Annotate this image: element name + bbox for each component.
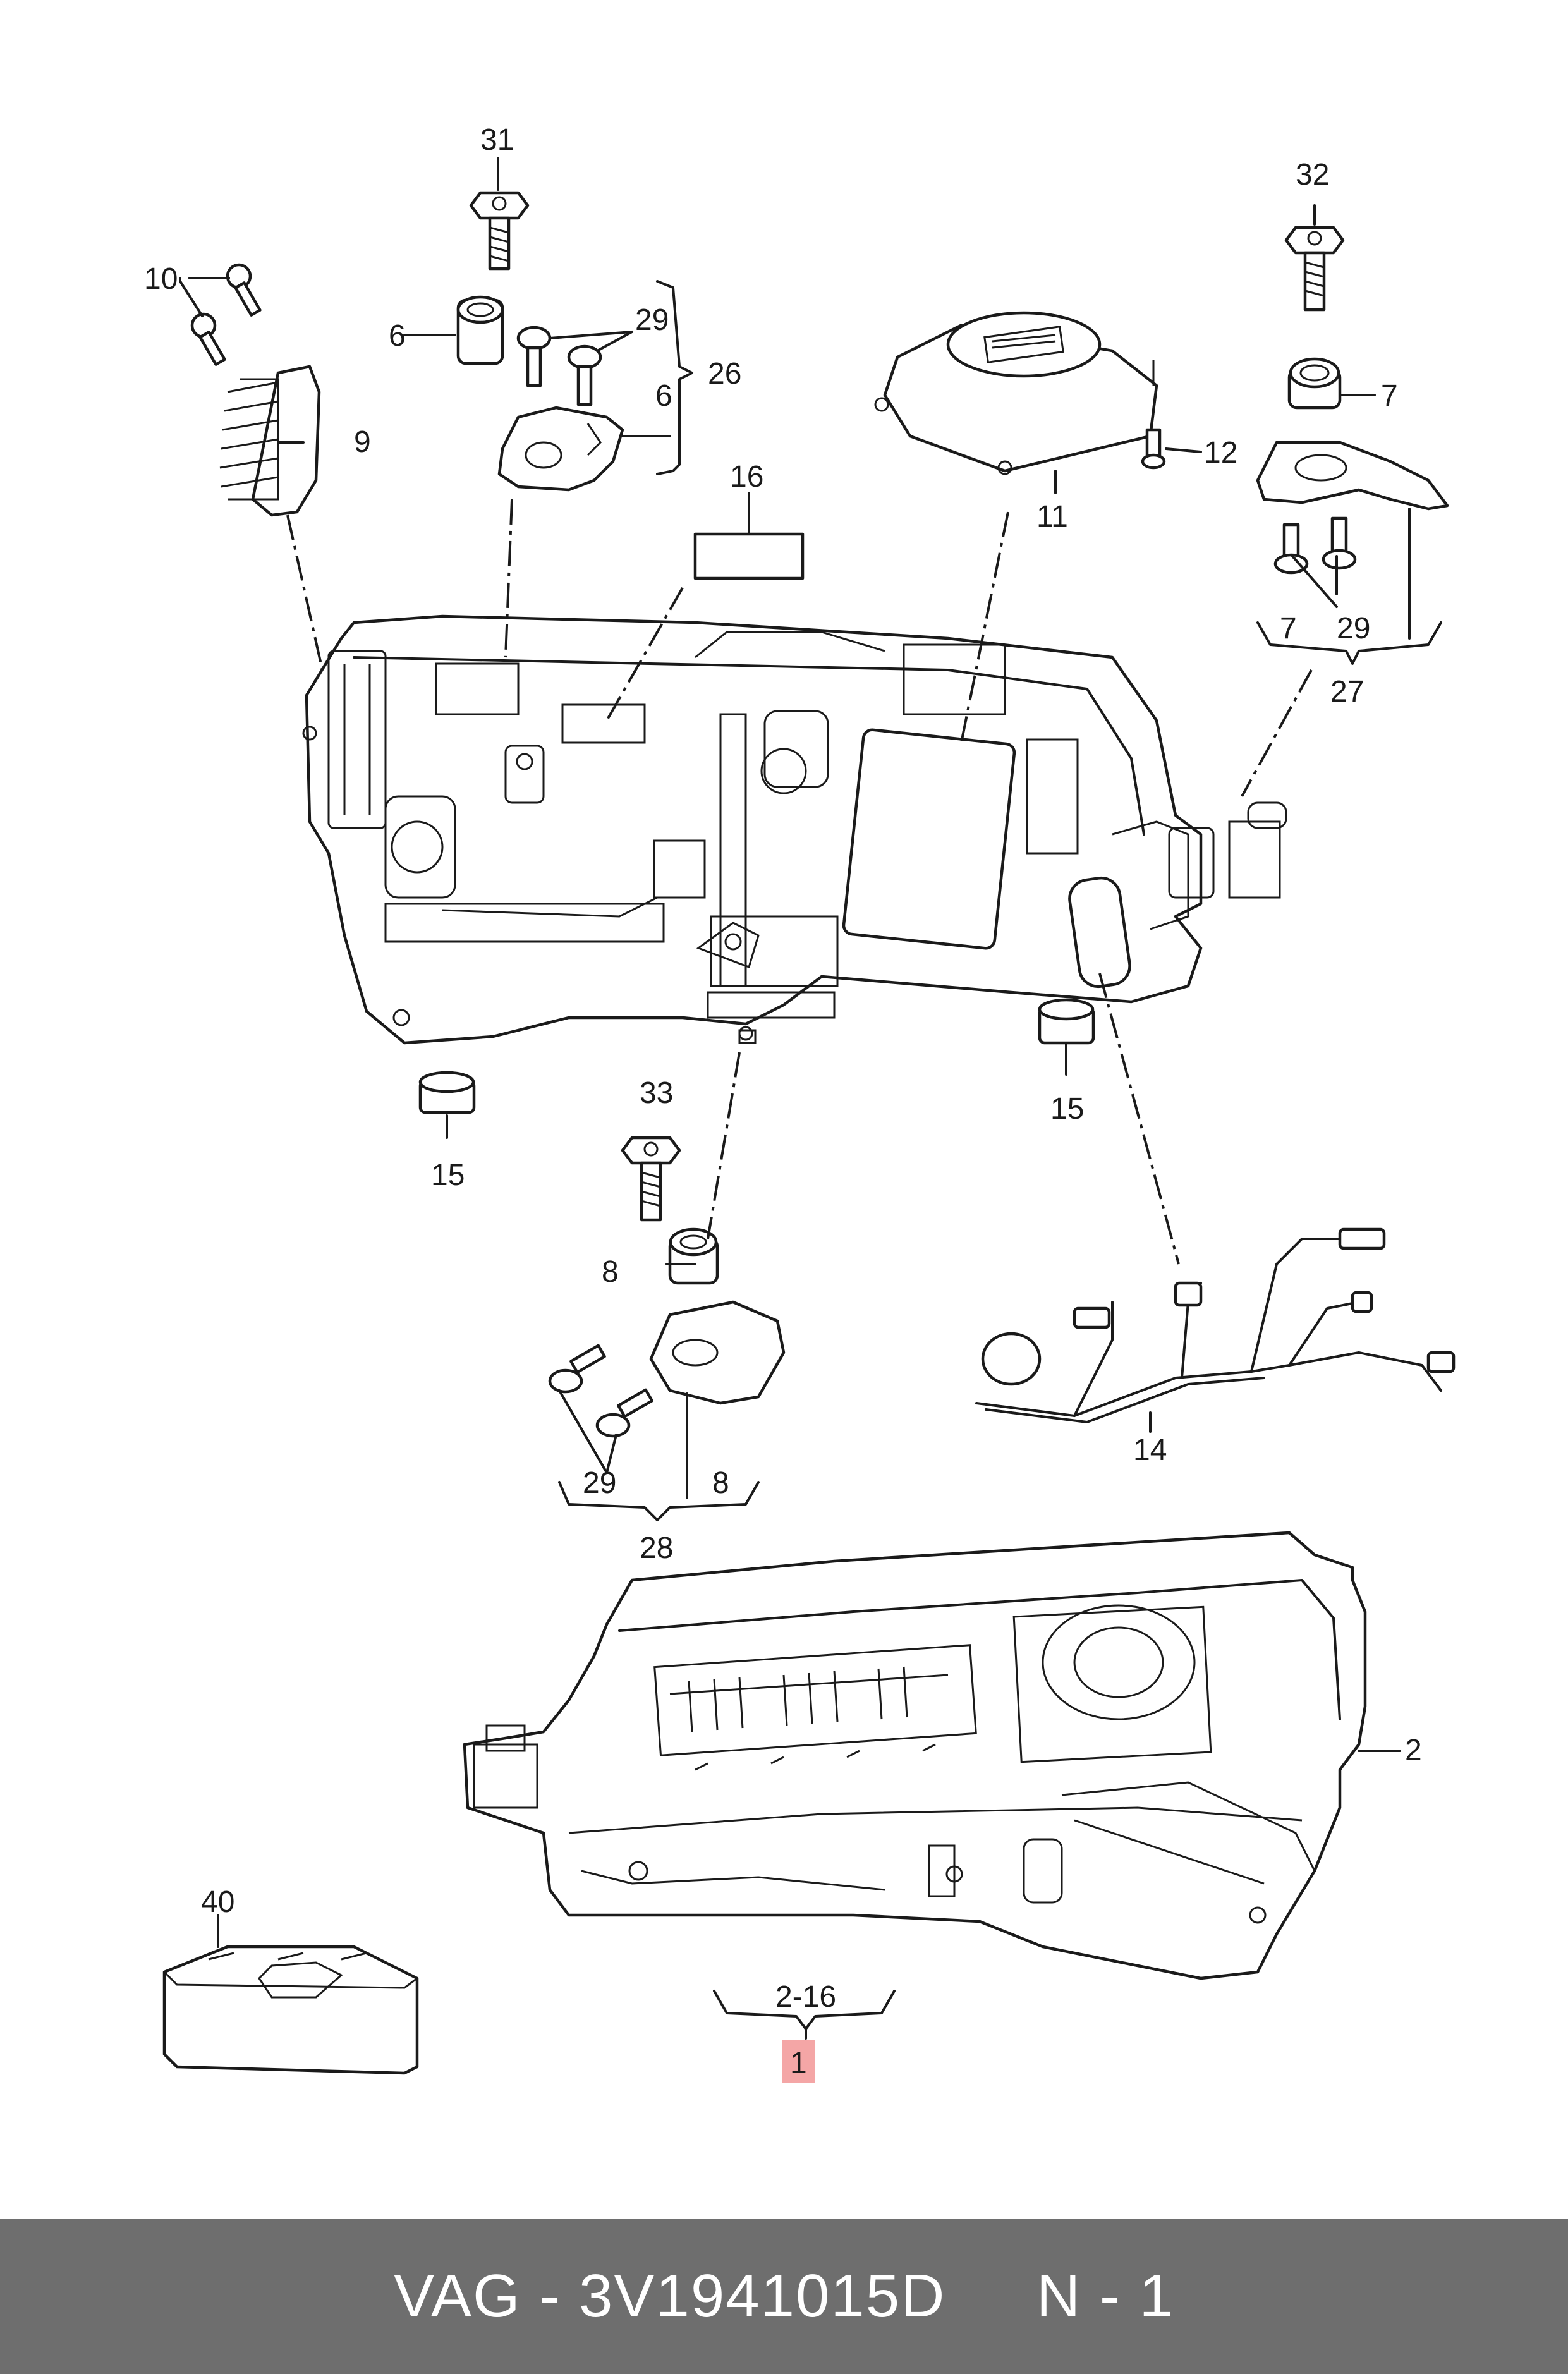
callout-10: 10 — [144, 262, 178, 296]
lamp-grid — [669, 1666, 949, 1732]
callout-26: 26 — [708, 357, 741, 391]
callout-6-top: 6 — [389, 319, 406, 353]
callout-27: 27 — [1330, 675, 1364, 709]
footer-part-number: 3V1941015D — [579, 2262, 946, 2330]
screw-12 — [1141, 428, 1166, 470]
dash-lines — [286, 499, 1313, 1265]
bracket-26 — [497, 406, 624, 492]
footer-gap — [946, 2262, 1036, 2330]
bracket-28 — [649, 1300, 786, 1405]
screws-29-upper — [516, 326, 602, 406]
footer-bar: VAG - 3V1941015D N - 1 — [0, 2219, 1568, 2374]
callout-7-lower: 7 — [1280, 612, 1297, 645]
callout-14: 14 — [1133, 1434, 1167, 1467]
fan-9 — [219, 365, 321, 517]
footer-separator: - — [521, 2262, 580, 2330]
callout-29-right: 29 — [1337, 612, 1370, 645]
callout-2-16: 2-16 — [775, 1980, 836, 2014]
callout-12: 12 — [1204, 436, 1237, 470]
spacer-15-right — [1038, 998, 1095, 1045]
screw-33 — [621, 1136, 681, 1222]
headlamp-assembly-front — [463, 1531, 1367, 1980]
callout-29-upper: 29 — [635, 303, 669, 337]
screw-31 — [469, 191, 530, 271]
spacer-15-left — [418, 1071, 476, 1114]
wiring-harness-14 — [975, 1227, 1456, 1423]
screws-29-lower — [548, 1344, 653, 1438]
callout-1: 1 — [790, 2047, 807, 2080]
callout-8-bracket: 8 — [712, 1466, 729, 1500]
highlight-box — [782, 2040, 815, 2083]
callouts: 31 10 6 29 26 6 9 16 11 12 32 7 7 29 27 … — [144, 123, 1422, 2080]
callout-33: 33 — [640, 1076, 673, 1110]
callout-15-right: 15 — [1050, 1092, 1084, 1126]
footer-brand: VAG — [394, 2262, 521, 2330]
nut-6 — [456, 295, 504, 365]
footer-sheet: N - 1 — [1036, 2262, 1174, 2330]
screws-10 — [190, 263, 262, 366]
nut-8 — [668, 1227, 719, 1285]
callout-7-top: 7 — [1381, 379, 1398, 413]
callout-9: 9 — [354, 425, 371, 459]
bracket-27 — [1256, 441, 1449, 511]
callout-2: 2 — [1405, 1734, 1422, 1767]
callout-16: 16 — [730, 460, 763, 494]
callout-31: 31 — [480, 123, 514, 157]
callout-40: 40 — [201, 1885, 234, 1919]
callout-15-left: 15 — [431, 1159, 465, 1192]
control-unit-11 — [874, 311, 1158, 475]
label-16 — [693, 532, 805, 580]
callout-8-nut: 8 — [602, 1255, 619, 1289]
callout-11: 11 — [1036, 500, 1068, 533]
callout-29-lower: 29 — [583, 1466, 616, 1500]
nut-7 — [1287, 357, 1342, 410]
footer-text: VAG - 3V1941015D N - 1 — [394, 2261, 1174, 2331]
screw-32 — [1284, 226, 1345, 312]
callout-28: 28 — [640, 1531, 673, 1565]
package-40 — [162, 1945, 419, 2075]
leader-lines — [179, 157, 1442, 2040]
callout-6-bracket: 6 — [655, 379, 672, 413]
screws-7-29-right — [1273, 516, 1357, 575]
headlamp-housing-rear — [302, 614, 1287, 1045]
parts-diagram: 31 10 6 29 26 6 9 16 11 12 32 7 7 29 27 … — [144, 123, 1456, 2083]
callout-32: 32 — [1296, 158, 1329, 192]
